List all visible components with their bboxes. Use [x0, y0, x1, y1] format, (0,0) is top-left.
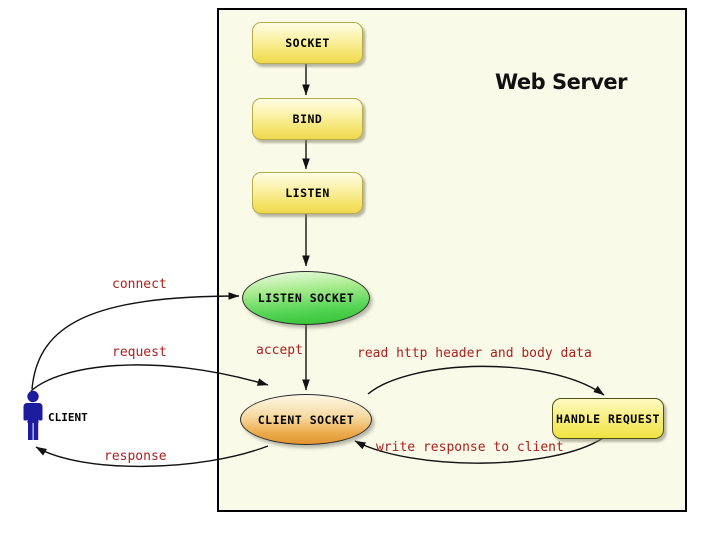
- edge-label-connect: connect: [112, 277, 167, 292]
- edge-label-write-response: write response to client: [376, 440, 564, 455]
- node-client-socket: CLIENT SOCKET: [240, 394, 372, 445]
- edge-label-request: request: [112, 345, 167, 360]
- client-actor-label: CLIENT: [48, 411, 88, 424]
- node-bind: BIND: [252, 98, 363, 140]
- node-bind-label: BIND: [292, 112, 323, 126]
- node-listen-label: LISTEN: [285, 186, 330, 200]
- node-socket-label: SOCKET: [285, 36, 330, 50]
- node-socket: SOCKET: [252, 22, 363, 64]
- edge-label-response: response: [104, 449, 167, 464]
- node-client-socket-label: CLIENT SOCKET: [257, 412, 355, 427]
- edge-label-read-http: read http header and body data: [357, 346, 592, 361]
- node-listen-socket-label: LISTEN SOCKET: [257, 291, 355, 305]
- edge-connect: [31, 292, 240, 390]
- client-actor-figure: [23, 390, 43, 440]
- edge-label-accept: accept: [256, 343, 303, 358]
- node-listen: LISTEN: [252, 172, 363, 214]
- diagram-title: Web Server: [494, 70, 628, 94]
- node-handle-request: HANDLE REQUEST: [552, 398, 664, 439]
- node-handle-request-label: HANDLE REQUEST: [556, 411, 660, 426]
- node-listen-socket: LISTEN SOCKET: [242, 271, 370, 325]
- person-icon: [23, 390, 43, 440]
